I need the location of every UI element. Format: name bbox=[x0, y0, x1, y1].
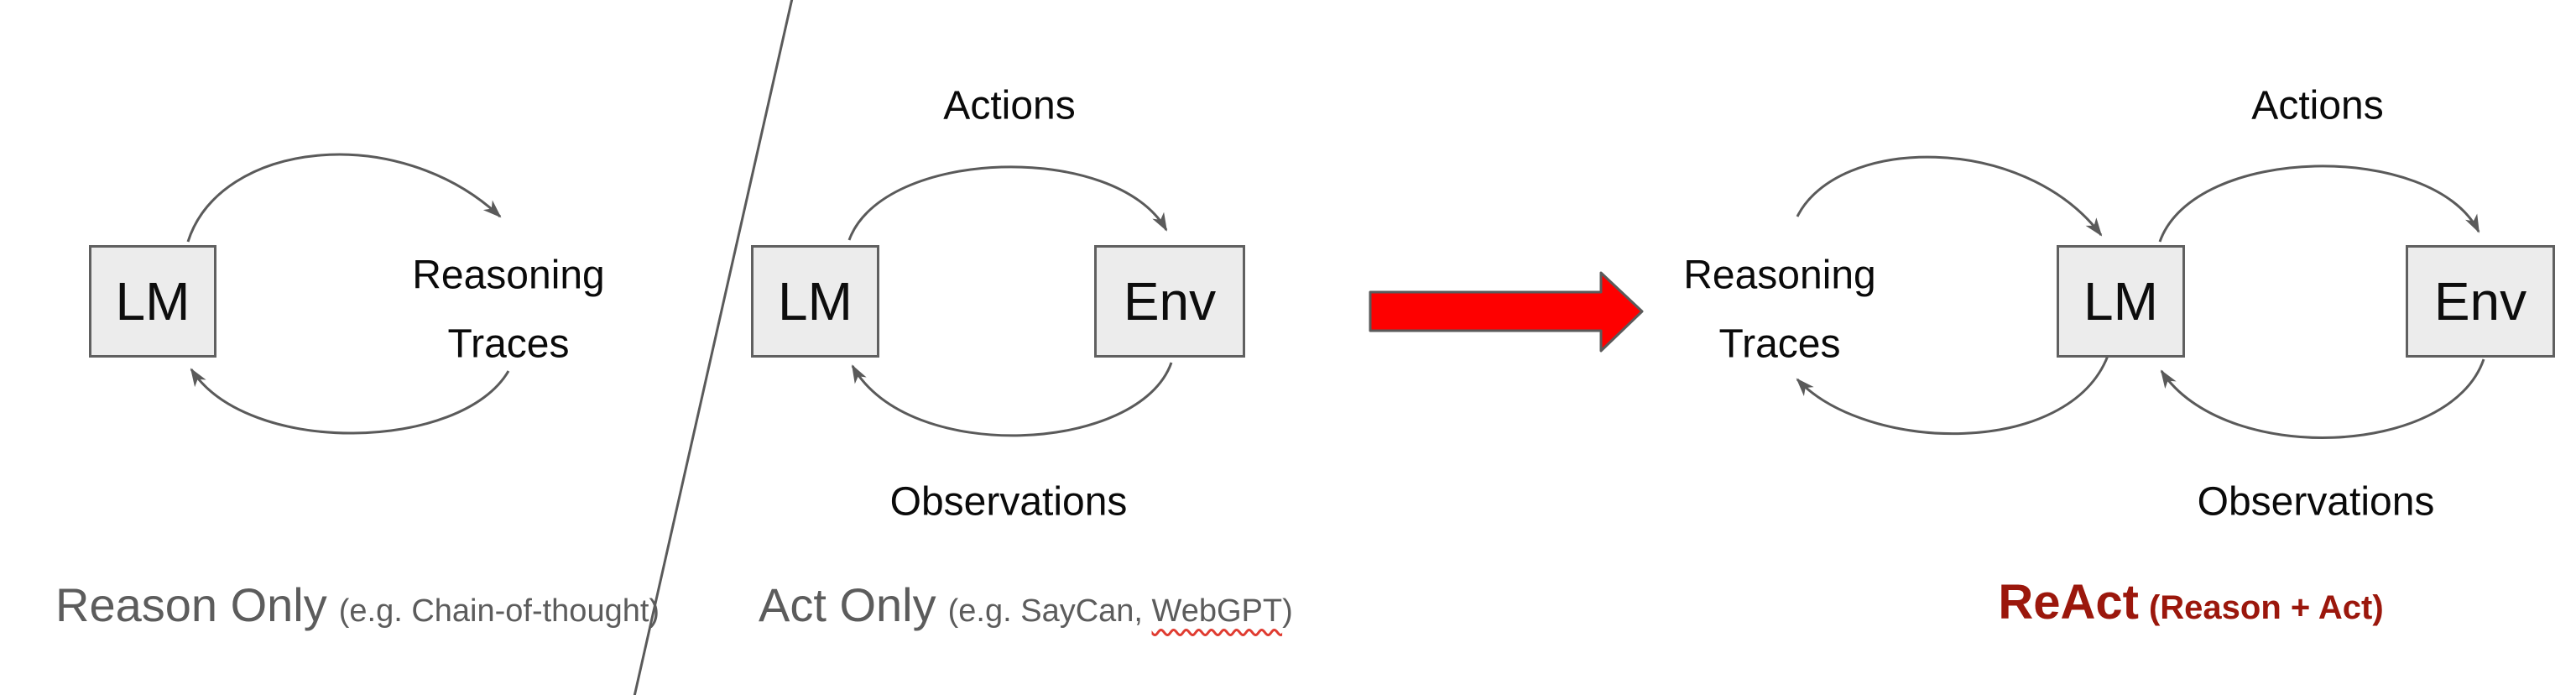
caption-reason-only-note: (e.g. Chain-of-thought) bbox=[338, 593, 660, 629]
observations-arc-act-only bbox=[851, 362, 1173, 437]
caption-react: ReAct(Reason + Act) bbox=[1998, 574, 2383, 630]
lm-box-reason-only: LM bbox=[89, 245, 216, 358]
transform-arrow-icon bbox=[1369, 271, 1644, 353]
reason-loop-bottom-arc bbox=[190, 368, 510, 435]
caption-react-title: ReAct bbox=[1998, 575, 2139, 630]
observations-label-react: Observations bbox=[2197, 479, 2435, 525]
env-box-label: Env bbox=[1123, 271, 1217, 332]
lm-box-label: LM bbox=[115, 271, 190, 332]
caption-reason-only: Reason Only (e.g. Chain-of-thought) bbox=[55, 577, 660, 632]
actions-label-react: Actions bbox=[2251, 83, 2384, 128]
caption-act-only-note-suffix: ) bbox=[1282, 593, 1293, 629]
env-box-react: Env bbox=[2406, 245, 2555, 358]
caption-react-note: (Reason + Act) bbox=[2148, 589, 2384, 626]
observations-arc-react bbox=[2160, 358, 2485, 439]
actions-arc-act-only bbox=[847, 165, 1168, 241]
reasoning-label-react-line1: Reasoning bbox=[1683, 253, 1876, 298]
caption-act-only: Act Only (e.g. SayCan, WebGPT) bbox=[759, 577, 1293, 632]
reasoning-label-line1: Reasoning bbox=[412, 253, 605, 298]
caption-reason-only-title: Reason Only bbox=[55, 578, 327, 631]
actions-arc-react bbox=[2158, 165, 2480, 243]
lm-box-label: LM bbox=[778, 271, 853, 332]
lm-box-label: LM bbox=[2083, 271, 2158, 332]
reason-loop-top-arc bbox=[186, 153, 502, 243]
actions-label-act-only: Actions bbox=[943, 83, 1076, 128]
lm-box-act-only: LM bbox=[751, 245, 879, 358]
env-box-label: Env bbox=[2433, 271, 2527, 332]
reasoning-arc-react-bottom bbox=[1796, 355, 2109, 436]
caption-act-only-note-prefix: (e.g. SayCan, bbox=[947, 593, 1152, 629]
reasoning-label-react-line2: Traces bbox=[1718, 321, 1841, 367]
observations-label-act-only: Observations bbox=[889, 479, 1128, 525]
caption-act-only-note: (e.g. SayCan, WebGPT) bbox=[948, 593, 1293, 629]
reasoning-label-line2: Traces bbox=[447, 321, 570, 367]
caption-act-only-webgpt-misspelled: WebGPT bbox=[1151, 593, 1283, 629]
caption-act-only-title: Act Only bbox=[759, 578, 936, 631]
lm-box-react: LM bbox=[2057, 245, 2185, 358]
reasoning-arc-react-top bbox=[1796, 155, 2103, 237]
env-box-act-only: Env bbox=[1094, 245, 1245, 358]
